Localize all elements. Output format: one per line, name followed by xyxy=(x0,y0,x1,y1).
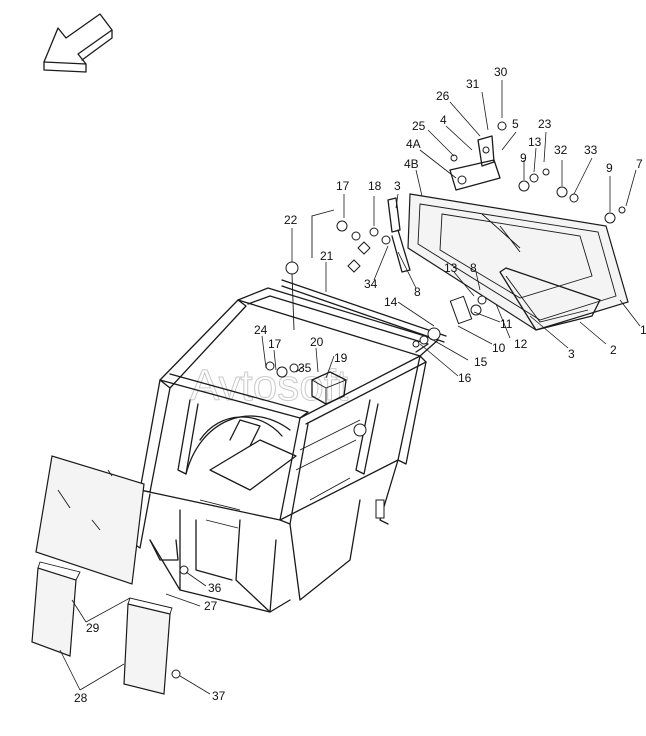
callout-8-left: 8 xyxy=(414,285,421,299)
lower-glass-left xyxy=(31,561,81,657)
callout-35: 35 xyxy=(298,361,312,375)
callout-4a: 4A xyxy=(406,137,421,151)
callout-34: 34 xyxy=(364,277,378,291)
callout-15: 15 xyxy=(474,355,488,369)
windshield-frame xyxy=(407,193,629,331)
callout-labels: 30 31 26 4 25 5 23 4A 13 9 32 33 4B 9 7 … xyxy=(74,65,646,705)
callout-30: 30 xyxy=(494,65,508,79)
wiper-motor xyxy=(311,371,347,405)
callout-21: 21 xyxy=(320,249,334,263)
callout-31: 31 xyxy=(466,77,480,91)
callout-27: 27 xyxy=(204,599,218,613)
callout-32: 32 xyxy=(554,143,568,157)
callout-2: 2 xyxy=(610,343,617,357)
callout-3-top: 3 xyxy=(394,179,401,193)
callout-18: 18 xyxy=(368,179,382,193)
callout-22: 22 xyxy=(284,213,298,227)
callout-37: 37 xyxy=(212,689,226,703)
callout-8-mid: 8 xyxy=(470,261,477,275)
callout-20: 20 xyxy=(310,335,324,349)
roof-seal-strip xyxy=(281,279,447,343)
callout-3-right: 3 xyxy=(568,347,575,361)
side-latch-hardware xyxy=(412,295,487,348)
callout-14: 14 xyxy=(384,295,398,309)
rear-glass-panel xyxy=(35,455,145,585)
callout-23: 23 xyxy=(538,117,552,131)
callout-13-top: 13 xyxy=(528,135,542,149)
callout-10: 10 xyxy=(492,341,506,355)
leader-lines xyxy=(59,80,641,695)
wiper-arm xyxy=(499,267,601,331)
callout-12: 12 xyxy=(514,337,528,351)
front-direction-arrow-icon xyxy=(43,13,113,73)
callout-17-low: 17 xyxy=(268,337,282,351)
dome-lamp xyxy=(285,209,335,331)
lower-glass-right xyxy=(123,597,173,695)
callout-33: 33 xyxy=(584,143,598,157)
callout-13-mid: 13 xyxy=(444,261,458,275)
callout-16: 16 xyxy=(458,371,472,385)
callout-7: 7 xyxy=(636,157,643,171)
callout-1: 1 xyxy=(640,323,646,337)
callout-28: 28 xyxy=(74,691,88,705)
callout-4b: 4B xyxy=(404,157,419,171)
callout-29: 29 xyxy=(86,621,100,635)
callout-17-top: 17 xyxy=(336,179,350,193)
cab-frame xyxy=(127,287,439,613)
callout-4: 4 xyxy=(440,113,447,127)
callout-19: 19 xyxy=(334,351,348,365)
callout-9-right: 9 xyxy=(606,161,613,175)
callout-5: 5 xyxy=(512,117,519,131)
callout-26: 26 xyxy=(436,89,450,103)
callout-24: 24 xyxy=(254,323,268,337)
window-latch-hardware xyxy=(347,197,411,273)
callout-36: 36 xyxy=(208,581,222,595)
top-hinge-bracket xyxy=(449,135,501,191)
callout-9-top: 9 xyxy=(520,151,527,165)
top-fasteners xyxy=(336,121,626,241)
callout-25: 25 xyxy=(412,119,426,133)
callout-11: 11 xyxy=(500,317,513,331)
